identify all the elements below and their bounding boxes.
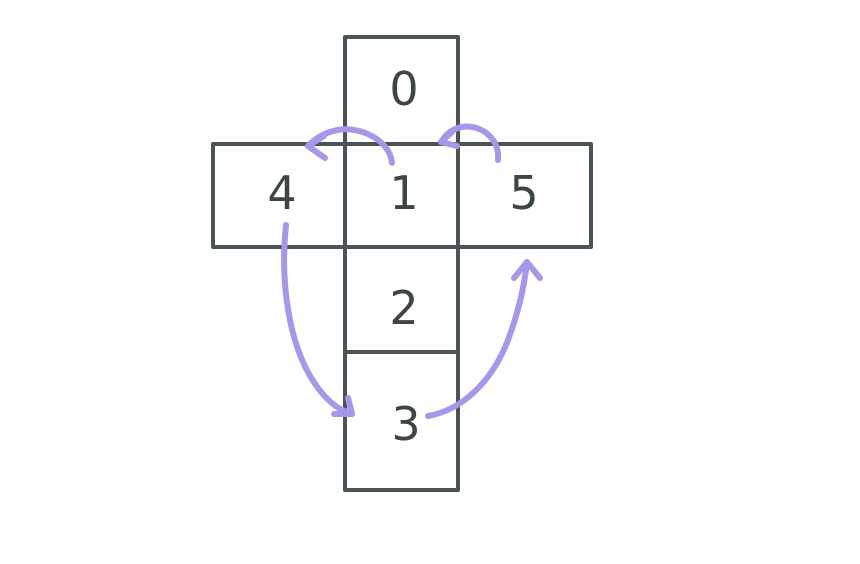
arrow-3-to-5	[425, 259, 543, 419]
arrow-4-to-3-shaft	[281, 222, 355, 417]
arrow-1-to-5	[438, 123, 502, 163]
net-boxes-group	[211, 35, 593, 492]
net-face-0[interactable]	[343, 35, 460, 146]
arrow-3-to-5-head	[511, 259, 543, 281]
face-label-4: 4	[267, 166, 297, 220]
arrow-1-to-4-head	[305, 133, 328, 161]
arrow-4-to-3-head	[331, 395, 355, 417]
face-label-2: 2	[389, 281, 419, 335]
face-label-5: 5	[509, 166, 539, 220]
net-arrows-group	[281, 123, 543, 419]
face-label-1: 1	[389, 166, 419, 220]
face-label-0: 0	[389, 62, 419, 116]
net-face-3[interactable]	[343, 350, 460, 492]
net-face-5[interactable]	[456, 142, 593, 249]
face-label-3: 3	[391, 397, 421, 451]
arrow-1-to-4	[305, 126, 395, 166]
arrow-1-to-5-head	[438, 129, 460, 149]
net-face-4[interactable]	[211, 142, 349, 249]
arrow-4-to-3	[281, 222, 355, 417]
arrow-3-to-5-shaft	[425, 259, 530, 419]
